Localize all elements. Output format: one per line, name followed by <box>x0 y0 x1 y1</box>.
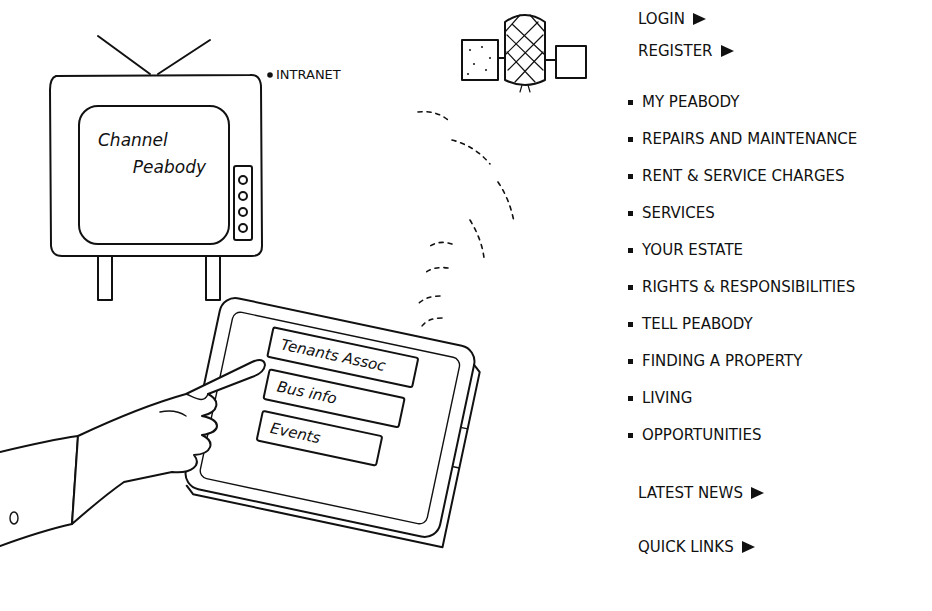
solar-panel <box>556 46 586 78</box>
panel-dots <box>467 46 491 75</box>
satellite-antenna <box>520 85 530 92</box>
tv-antenna <box>98 36 210 74</box>
menu-link: REGISTER <box>638 42 713 60</box>
tv-knob <box>239 224 247 232</box>
network-label: INTRANET <box>276 66 341 84</box>
menu-item: RIGHTS & RESPONSIBILITIES <box>642 278 855 296</box>
menu-item: RENT & SERVICE CHARGES <box>642 167 845 185</box>
link-arrow-icon <box>742 541 755 553</box>
link-arrow-icon <box>721 45 734 57</box>
satellite-hatching <box>505 15 545 82</box>
signal-waves <box>418 112 514 326</box>
menu-item: SERVICES <box>642 204 715 222</box>
menu-item: REPAIRS AND MAINTENANCE <box>642 130 857 148</box>
menu-item: YOUR ESTATE <box>642 241 743 259</box>
node-text: Events <box>269 419 322 447</box>
menu-link: QUICK LINKS <box>638 538 734 556</box>
menu-bullets <box>628 100 633 438</box>
tv-control-panel <box>234 166 252 240</box>
pointing-hand <box>0 360 265 546</box>
bullet <box>268 73 272 77</box>
satellite-strut <box>498 58 556 60</box>
menu-item: FINDING A PROPERTY <box>642 352 802 370</box>
menu-link: LATEST NEWS <box>638 484 743 502</box>
node-text: Tenants Assoc <box>279 335 387 375</box>
tv-body <box>50 75 262 256</box>
tablet-device <box>181 295 484 547</box>
solar-panel <box>462 40 498 80</box>
menu-item: LIVING <box>642 389 692 407</box>
link-arrow-icon <box>751 487 764 499</box>
tv-knob <box>239 192 247 200</box>
tv-knob <box>239 176 247 184</box>
menu-item: TELL PEABODY <box>642 315 753 333</box>
menu-link: LOGIN <box>638 10 685 28</box>
node-text: Bus info <box>275 378 338 408</box>
satellite-body <box>505 15 545 85</box>
tablet-screen: Tenants AssocBus infoEvents <box>183 295 478 540</box>
tv-screen: Channel Peabody <box>78 105 230 245</box>
tv-knob <box>239 208 247 216</box>
menu-item: OPPORTUNITIES <box>642 426 761 444</box>
node-text: Channel Peabody <box>98 127 206 181</box>
link-arrow-icon <box>693 13 706 25</box>
tv-legs <box>98 256 220 300</box>
menu-item: MY PEABODY <box>642 93 739 111</box>
